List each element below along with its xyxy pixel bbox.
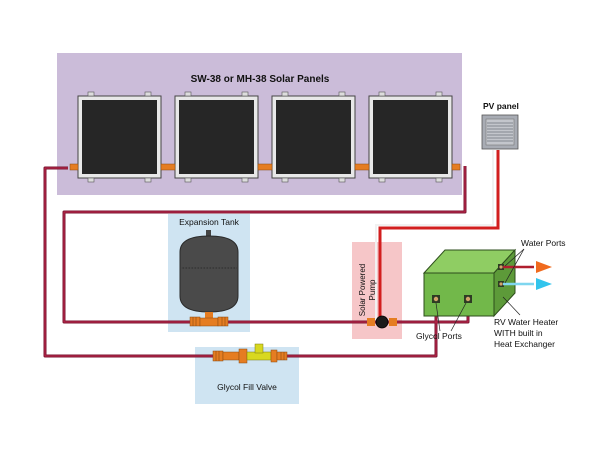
glycol-pipe-highlight [44,166,469,357]
panel-mount-tab [435,177,443,183]
solar-panels [77,91,453,183]
panel-mount-tab [378,91,386,97]
pump-label-line1: Solar Powered [358,264,367,316]
hot-water-arrow-icon [536,261,552,273]
solar-panel [271,91,356,183]
panel-coupling-fitting [354,163,370,171]
water-ports-leader-1 [504,248,525,267]
panel-mount-tab [184,177,192,183]
pv-wiring [375,150,500,322]
solar-panel [174,91,259,183]
panel-inlet-fitting [69,163,79,171]
panel-outlet-fitting [451,163,461,171]
heater-desc-line3: Heat Exchanger [494,339,555,349]
cold-water-arrow-icon [536,278,552,290]
heater-desc-leader [502,296,521,316]
panel-mount-tab [435,91,443,97]
panel-mount-tab [338,177,346,183]
panel-fittings [69,163,461,171]
glycol-ports-leader-2 [450,302,467,332]
water-lines [503,265,534,286]
solar-panel [77,91,162,183]
panel-mount-tab [87,177,95,183]
pump-icon [367,315,397,329]
panel-mount-tab [87,91,95,97]
panel-mount-tab [241,177,249,183]
glycol-ports-label: Glycol Ports [416,331,462,341]
panel-coupling-fitting [257,163,273,171]
panel-mount-tab [241,91,249,97]
expansion-tank-label: Expansion Tank [179,217,240,227]
panel-mount-tab [338,91,346,97]
solar-panels-title: SW-38 or MH-38 Solar Panels [191,74,330,85]
solar-panel [368,91,453,183]
pv-panel-icon [481,114,519,150]
water-ports-label: Water Ports [521,238,566,248]
glycol-ports-leader-1 [435,302,441,332]
glycol-fill-valve-icon [212,343,288,364]
pump-label: Solar Powered Pump [358,264,377,316]
pv-panel-label: PV panel [483,101,519,111]
heater-desc-line1: RV Water Heater [494,317,558,327]
panel-coupling-fitting [160,163,176,171]
heater-desc-line2: WITH built in [494,328,543,338]
expansion-tank-icon [179,230,239,318]
rv-water-heater-icon [422,248,517,318]
panel-mount-tab [281,91,289,97]
panel-mount-tab [378,177,386,183]
panel-mount-tab [184,91,192,97]
pump-label-line2: Pump [368,279,377,300]
glycol-fill-valve-label: Glycol Fill Valve [217,382,277,392]
water-ports-leader-2 [504,248,525,284]
tank-tee-fitting [189,316,229,327]
panel-mount-tab [144,177,152,183]
panel-mount-tab [144,91,152,97]
panel-mount-tab [281,177,289,183]
